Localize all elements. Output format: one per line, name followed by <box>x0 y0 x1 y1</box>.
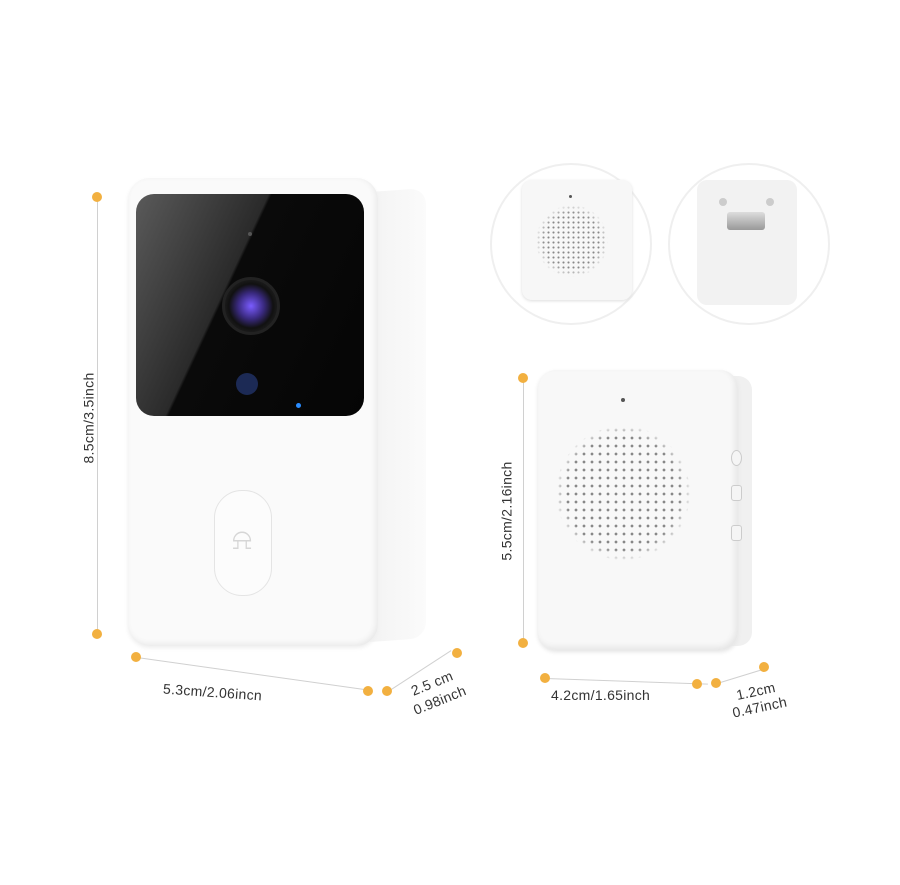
speaker-grille-mini-icon <box>536 205 608 277</box>
doorbell-depth-left-marker <box>382 686 392 696</box>
doorbell-width-right-marker <box>363 686 373 696</box>
chime-volume-button <box>731 450 742 466</box>
chime-width-left-marker <box>540 673 550 683</box>
chime-height-label: 5.5cm/2.16inch <box>498 458 515 564</box>
bell-icon: ⍾ <box>232 523 252 556</box>
doorbell-width-left-marker <box>131 652 141 662</box>
chime-mini-mic-icon <box>569 195 572 198</box>
screw-right-icon <box>766 198 774 206</box>
usb-plug-icon <box>727 212 765 230</box>
doorbell-height-line <box>97 197 98 634</box>
doorbell-width-label: 5.3cm/2.06incn <box>162 680 263 704</box>
camera-lens-icon <box>222 277 280 335</box>
doorbell-height-label: 8.5cm/3.5inch <box>80 369 97 467</box>
doorbell-height-bottom-marker <box>92 629 102 639</box>
chime-height-top-marker <box>518 373 528 383</box>
chime-mic-icon <box>621 398 625 402</box>
chime-depth-right-marker <box>759 662 769 672</box>
chime-height-bottom-marker <box>518 638 528 648</box>
status-led-icon <box>296 403 301 408</box>
doorbell-side-panel <box>370 188 426 642</box>
screw-left-icon <box>719 198 727 206</box>
doorbell-depth-right-marker <box>452 648 462 658</box>
chime-width-right-marker <box>692 679 702 689</box>
doorbell-button <box>214 490 272 596</box>
chime-width-label: 4.2cm/1.65inch <box>551 687 651 703</box>
doorbell-height-top-marker <box>92 192 102 202</box>
chime-ringtone-button <box>731 485 742 501</box>
ir-sensor-icon <box>236 373 258 395</box>
microphone-icon <box>248 232 252 236</box>
chime-width-line <box>545 678 708 685</box>
chime-height-line <box>523 378 524 643</box>
speaker-grille-icon <box>556 426 690 560</box>
chime-back-plug-detail <box>697 180 797 305</box>
chime-depth-left-marker <box>711 678 721 688</box>
chime-pair-button <box>731 525 742 541</box>
